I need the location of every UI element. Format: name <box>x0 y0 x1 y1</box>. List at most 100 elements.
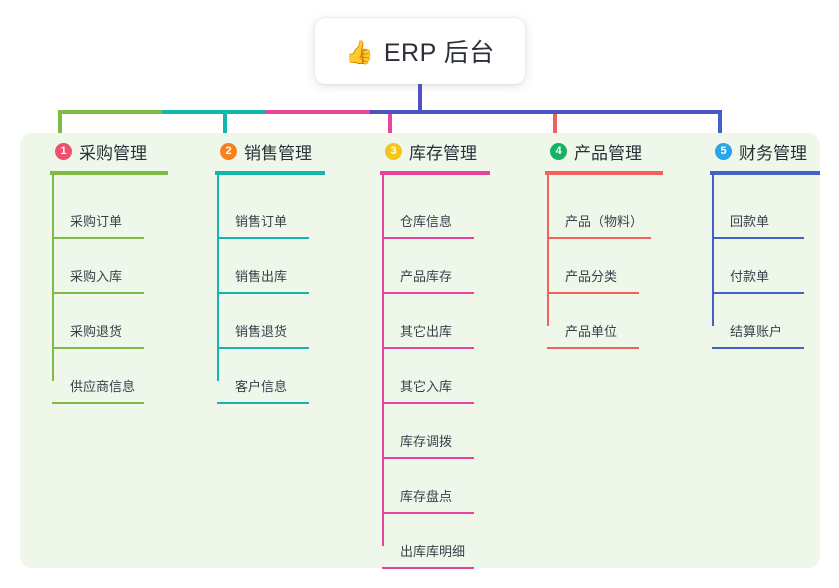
branch-item-rule <box>52 402 144 404</box>
branch-number-badge: 3 <box>385 142 402 160</box>
branch-item-label: 供应商信息 <box>70 379 136 394</box>
branch-item-label: 产品单位 <box>565 324 618 339</box>
branch-item-label: 产品分类 <box>565 269 618 284</box>
branch-item[interactable]: 采购退货 <box>52 315 144 349</box>
branch-title: 采购管理 <box>79 143 147 163</box>
branch-item-label: 库存盘点 <box>400 489 453 504</box>
branch-item-rule <box>382 347 474 349</box>
branches-panel: 1 采购管理采购订单采购入库采购退货供应商信息 2 销售管理销售订单销售出库销售退货客… <box>20 133 820 569</box>
root-node-title: ERP 后台 <box>383 39 495 67</box>
branch-item-label: 客户信息 <box>235 379 288 394</box>
branch-item-rule <box>52 237 144 239</box>
branch-item[interactable]: 付款单 <box>712 260 804 294</box>
branch-item-rule <box>382 567 474 569</box>
branch-spine <box>547 174 549 326</box>
branch-item[interactable]: 回款单 <box>712 205 804 239</box>
branch-item-label: 产品（物料） <box>565 214 644 229</box>
branch-item-label: 销售出库 <box>235 269 288 284</box>
branch-spine <box>712 174 714 326</box>
branch-item-label: 其它入库 <box>400 379 453 394</box>
branch-item[interactable]: 仓库信息 <box>382 205 474 239</box>
branch-item-rule <box>382 237 474 239</box>
branch-number-badge: 2 <box>220 142 237 160</box>
trunk-connector <box>418 84 422 112</box>
branch-stub-connector <box>553 114 557 140</box>
branch-item-label: 仓库信息 <box>400 214 453 229</box>
branch-item-rule <box>547 347 639 349</box>
branch-stub-connector <box>223 114 227 140</box>
branch-item[interactable]: 产品分类 <box>547 260 639 294</box>
branch-item[interactable]: 采购入库 <box>52 260 144 294</box>
branch-spine <box>382 174 384 546</box>
branch-item-rule <box>382 402 474 404</box>
branch-number-badge: 5 <box>715 142 732 160</box>
branch-item[interactable]: 客户信息 <box>217 370 309 404</box>
branch-item[interactable]: 供应商信息 <box>52 370 144 404</box>
branch-item-rule <box>547 237 651 239</box>
branch-title: 库存管理 <box>409 143 477 163</box>
branch-header[interactable]: 1 采购管理 <box>38 133 188 169</box>
connector-bar-segment <box>370 110 722 114</box>
branch-item-label: 付款单 <box>730 269 770 284</box>
branch-item-label: 产品库存 <box>400 269 453 284</box>
branch-header[interactable]: 4 产品管理 <box>533 133 693 169</box>
thumbs-up-icon: 👍 <box>345 38 374 65</box>
branch-spine <box>217 174 219 381</box>
branch-item[interactable]: 其它出库 <box>382 315 474 349</box>
branch-column: 5 财务管理回款单付款单结算账户 <box>698 133 838 349</box>
branch-item[interactable]: 产品（物料） <box>547 205 651 239</box>
branch-item[interactable]: 产品库存 <box>382 260 474 294</box>
branch-header-rule <box>215 171 325 175</box>
branch-header-rule <box>545 171 663 175</box>
branch-item-rule <box>712 237 804 239</box>
branch-item[interactable]: 库存调拨 <box>382 425 474 459</box>
branch-header[interactable]: 2 销售管理 <box>203 133 353 169</box>
branch-item-label: 销售退货 <box>235 324 288 339</box>
branch-item[interactable]: 采购订单 <box>52 205 144 239</box>
branch-item[interactable]: 其它入库 <box>382 370 474 404</box>
branch-item[interactable]: 库存盘点 <box>382 480 474 514</box>
branch-title: 产品管理 <box>574 143 642 163</box>
branch-item[interactable]: 产品单位 <box>547 315 639 349</box>
branch-item-rule <box>712 347 804 349</box>
branch-item-label: 采购退货 <box>70 324 123 339</box>
branch-header-rule <box>380 171 490 175</box>
branch-title: 销售管理 <box>244 143 312 163</box>
branch-item[interactable]: 销售订单 <box>217 205 309 239</box>
connector-bar-segment <box>266 110 370 114</box>
branch-number-badge: 4 <box>550 142 567 160</box>
branch-header[interactable]: 3 库存管理 <box>368 133 518 169</box>
branch-header[interactable]: 5 财务管理 <box>698 133 838 169</box>
branch-item[interactable]: 出库库明细 <box>382 535 474 569</box>
branch-item-rule <box>382 457 474 459</box>
branch-column: 4 产品管理产品（物料） 产品分类产品单位 <box>533 133 693 349</box>
branch-title: 财务管理 <box>739 143 807 163</box>
root-node-card[interactable]: 👍 ERP 后台 <box>315 18 525 84</box>
branch-item-rule <box>547 292 639 294</box>
branch-item[interactable]: 销售退货 <box>217 315 309 349</box>
branch-item-rule <box>217 237 309 239</box>
branch-stub-connector <box>718 114 722 140</box>
branch-item-label: 销售订单 <box>235 214 288 229</box>
branch-item-rule <box>382 512 474 514</box>
connector-bar-segment <box>162 110 266 114</box>
branch-number-badge: 1 <box>55 142 72 160</box>
branch-stub-connector <box>388 114 392 140</box>
branch-item-label: 库存调拨 <box>400 434 453 449</box>
branch-item-rule <box>52 347 144 349</box>
branch-item-label: 结算账户 <box>730 324 783 339</box>
branch-header-rule <box>710 171 820 175</box>
branch-item[interactable]: 销售出库 <box>217 260 309 294</box>
branch-item[interactable]: 结算账户 <box>712 315 804 349</box>
branch-item-rule <box>217 402 309 404</box>
branch-column: 2 销售管理销售订单销售出库销售退货客户信息 <box>203 133 353 404</box>
branch-spine <box>52 174 54 381</box>
branch-item-rule <box>52 292 144 294</box>
branch-header-rule <box>50 171 168 175</box>
branch-item-rule <box>712 292 804 294</box>
branch-item-rule <box>217 347 309 349</box>
branch-column: 3 库存管理仓库信息产品库存其它出库其它入库库存调拨库存盘点出库库明细 <box>368 133 518 569</box>
branch-item-rule <box>217 292 309 294</box>
branch-item-label: 采购入库 <box>70 269 123 284</box>
